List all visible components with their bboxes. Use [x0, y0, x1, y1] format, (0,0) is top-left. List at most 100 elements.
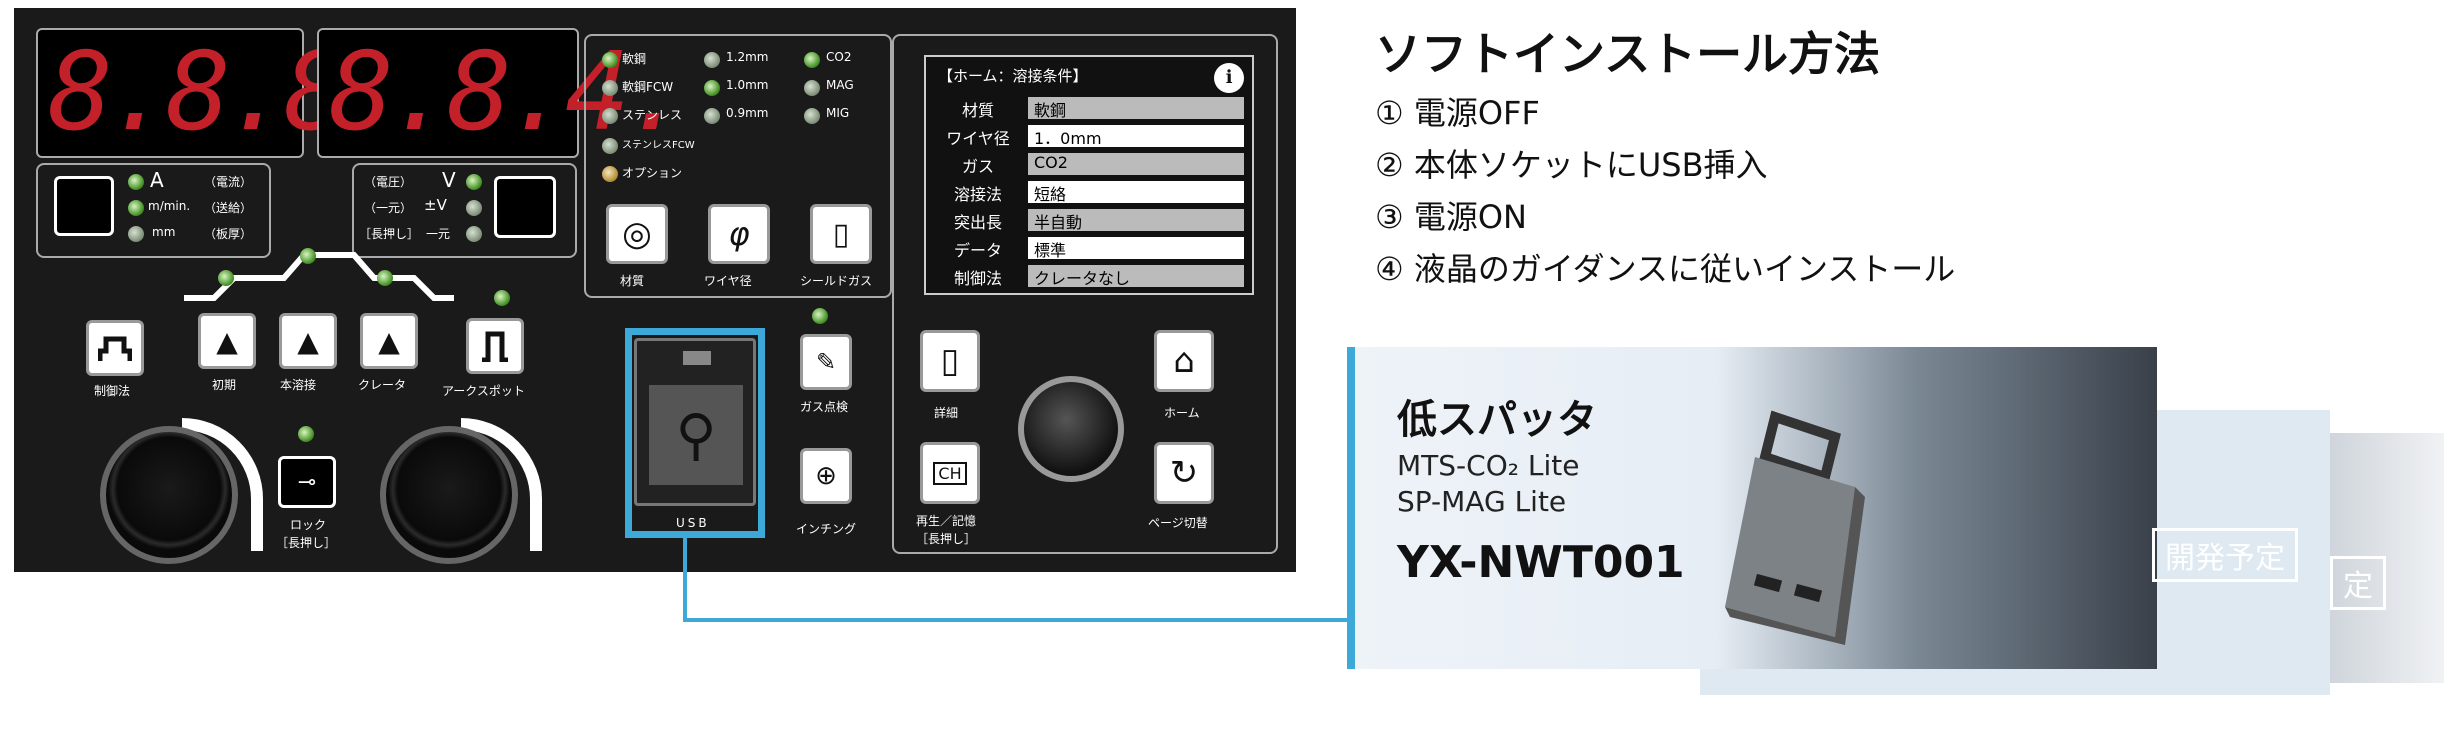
up-triangle-icon: ▲ — [216, 324, 238, 358]
right-knob-scale — [460, 418, 542, 551]
inching-label: インチング — [796, 522, 857, 536]
up-triangle-icon: ▲ — [378, 324, 400, 358]
inching-button[interactable]: ⊕ — [800, 448, 852, 504]
mat-opt-4: オプション — [622, 166, 683, 180]
page-switch-button[interactable]: ↻ — [1154, 442, 1214, 504]
led-initial — [218, 270, 234, 286]
lcd-row: ワイヤ径 1．0mm — [926, 125, 1252, 149]
install-step-1: ① 電源OFF — [1375, 94, 1540, 132]
lock-label: ロック — [290, 518, 327, 532]
install-title: ソフトインストール方法 — [1375, 27, 1881, 81]
lcd-row: 溶接法 短絡 — [926, 181, 1252, 205]
selection-box — [584, 34, 892, 298]
detail-button[interactable]: ▯ — [920, 330, 980, 392]
playback-button[interactable]: CH — [920, 442, 980, 504]
wire-dia-label: ワイヤ径 — [704, 274, 752, 288]
shield-gas-button[interactable]: ▯ — [810, 204, 872, 264]
pulse-icon — [482, 331, 508, 362]
lcd-value: 1．0mm — [1028, 125, 1244, 148]
lcd-value: CO2 — [1028, 153, 1244, 175]
led-mmin — [128, 200, 144, 216]
usb-stick-image — [1725, 410, 1865, 645]
shield-gas-label: シールドガス — [800, 274, 873, 288]
main-weld-button[interactable]: ▲ — [279, 313, 337, 369]
lcd-key: ガス — [961, 157, 994, 176]
led-mat-3 — [602, 138, 618, 154]
led-gas-1 — [804, 80, 820, 96]
led-gas-0 — [804, 52, 820, 68]
inching-icon: ⊕ — [815, 461, 837, 491]
install-step-4: ④ 液晶のガイダンスに従いインストール — [1375, 250, 1956, 288]
control-method-icon — [98, 336, 132, 361]
crater-label: クレータ — [358, 378, 407, 392]
dev-badge: 開発予定 — [2152, 528, 2298, 582]
led-crater — [377, 270, 393, 286]
product-line-2: SP-MAG Lite — [1397, 485, 1567, 518]
current-display: 8.8.8. — [36, 28, 408, 158]
lcd-value: 短絡 — [1028, 181, 1244, 204]
led-main — [300, 248, 316, 264]
lcd-row: 突出長半自動 — [926, 209, 1252, 233]
left-knob-scale — [181, 418, 263, 551]
home-button[interactable]: ⌂ — [1154, 330, 1214, 392]
led-wire-0 — [704, 52, 720, 68]
initial-button[interactable]: ▲ — [198, 313, 256, 369]
lcd-key: ワイヤ径 — [946, 129, 1010, 148]
crater-button[interactable]: ▲ — [360, 313, 418, 369]
led-v — [466, 174, 482, 190]
lcd-key: 制御法 — [953, 269, 1002, 288]
home-icon: ⌂ — [1173, 341, 1195, 381]
page-switch-label: ページ切替 — [1148, 516, 1208, 530]
left-knob[interactable] — [100, 426, 238, 564]
arc-spot-button[interactable] — [466, 318, 524, 374]
right-unit-button[interactable] — [494, 176, 556, 238]
lcd-key: 溶接法 — [953, 185, 1002, 204]
usb-icon: ⚲ — [649, 385, 743, 485]
unit-mm: mm — [152, 225, 176, 239]
right-knob[interactable] — [380, 426, 518, 564]
led-mat-1 — [602, 80, 618, 96]
led-mat-4 — [602, 166, 618, 182]
lcd-dial[interactable] — [1018, 376, 1124, 482]
playback-label: 再生／記憶 — [916, 514, 977, 528]
usb-label: USB — [676, 516, 710, 530]
lcd-row: ガス CO2 — [926, 153, 1252, 177]
led-pmv — [466, 200, 482, 216]
led-mat-0 — [602, 52, 618, 68]
mat-opt-2: ステンレス — [622, 108, 683, 122]
unit-mmin-desc: （送給） — [204, 201, 253, 215]
welder-control-panel: 8.8.8. 8.8.4. A （電流） m/min. （送給） mm （板厚）… — [14, 8, 1296, 572]
gas-check-button[interactable]: ✎ — [800, 334, 852, 390]
lock-button[interactable]: ⊸ — [278, 456, 336, 508]
unit-mm-desc: （板厚） — [204, 227, 253, 241]
up-triangle-icon: ▲ — [297, 324, 319, 358]
playback-sub-label: ［長押し］ — [916, 532, 977, 546]
lcd-row: 材質軟鋼 — [926, 97, 1252, 121]
wire-spool-icon: ◎ — [622, 214, 652, 254]
gas-opt-1: MAG — [826, 78, 854, 92]
control-method-button[interactable] — [86, 320, 144, 376]
lcd-value: クレータなし — [1028, 265, 1244, 288]
lcd-key: 突出長 — [953, 213, 1002, 232]
lcd-title: 【ホーム：溶接条件】 — [938, 67, 1088, 85]
ch-icon: CH — [933, 461, 967, 485]
led-ichigen — [466, 226, 482, 242]
led-a — [128, 174, 144, 190]
mat-opt-1: 軟鋼FCW — [622, 80, 674, 94]
led-mm — [128, 226, 144, 242]
install-step-3: ③ 電源ON — [1375, 198, 1527, 236]
wire-dia-button[interactable]: φ — [708, 204, 770, 264]
lock-sub-label: ［長押し］ — [276, 536, 337, 550]
gas-opt-0: CO2 — [826, 50, 852, 64]
led-gas-check — [812, 308, 828, 324]
home-label: ホーム — [1164, 406, 1200, 420]
product-card: 低スパッタ MTS-CO₂ Lite SP-MAG Lite YX-NWT001 — [1347, 347, 2157, 669]
document-icon: ▯ — [940, 341, 960, 381]
usb-port[interactable]: ⚲ — [634, 338, 756, 506]
detail-label: 詳細 — [934, 406, 959, 420]
left-unit-button[interactable] — [54, 176, 114, 236]
info-icon[interactable]: ℹ — [1214, 63, 1244, 93]
led-mat-2 — [602, 108, 618, 124]
gas-opt-2: MIG — [826, 106, 850, 120]
material-button[interactable]: ◎ — [606, 204, 668, 264]
